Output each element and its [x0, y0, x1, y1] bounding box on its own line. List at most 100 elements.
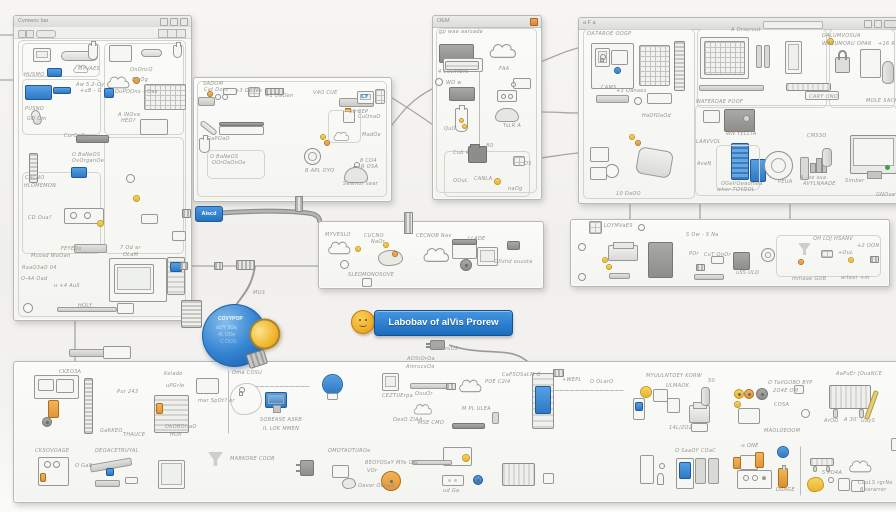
bar-icon [410, 383, 448, 389]
rack-icon [786, 83, 831, 91]
diagram-label: O OLarO [590, 379, 614, 385]
circ-icon [578, 273, 586, 281]
vdash-icon [228, 370, 229, 434]
diagram-label: S PO4A [822, 470, 843, 476]
diagram-label: ULMAOK [666, 383, 690, 389]
circ-icon [828, 477, 834, 483]
diagram-label: HEO? [121, 118, 136, 124]
close-button-icon[interactable] [884, 20, 896, 28]
dot-icon [356, 247, 360, 251]
circ-icon [743, 475, 749, 481]
conn-icon [236, 260, 255, 270]
maximize-button-icon[interactable] [170, 18, 178, 26]
diagram-label: O TaVGOBO BYP [768, 380, 813, 386]
cloud-icon [412, 402, 434, 416]
dot-icon [735, 402, 740, 407]
diagram-label: R OSA [361, 164, 379, 170]
diagram-label: AVYLNAADE [803, 181, 836, 187]
box-icon [40, 473, 46, 482]
box-icon [805, 91, 839, 100]
sect-icon [18, 40, 186, 317]
toolbar-button[interactable] [26, 29, 34, 38]
diagram-label: Cat Dots [204, 87, 228, 93]
diagram-label: LLADE [468, 236, 486, 242]
toolbar-button-group[interactable] [158, 29, 186, 38]
box-icon [223, 88, 237, 95]
toolbar-pill-button[interactable] [36, 29, 56, 38]
diagram-label: PEUA [778, 179, 793, 185]
monitor-icon [265, 392, 287, 413]
screen-icon [477, 247, 498, 266]
box-icon [125, 477, 138, 484]
diagram-label: 8O [486, 143, 494, 149]
diagram-label: Ofishd ouusta [494, 259, 533, 265]
diagram-label: +1 OaOen [265, 93, 294, 99]
circ-icon [53, 461, 60, 468]
grid3-icon [248, 87, 260, 97]
toolbar-group-button[interactable] [176, 29, 186, 38]
dbox-icon [507, 241, 520, 250]
diagram-label: OGeVOeaomea [721, 181, 763, 187]
diagram-label: +3 Dades [235, 88, 263, 94]
cloud-icon [332, 130, 351, 142]
sphere-line: aOY 3Oa [216, 325, 237, 331]
diagram-label: HUSMO [24, 72, 45, 78]
plug-icon [296, 460, 314, 476]
cloud-icon [847, 458, 874, 474]
diagram-label: CECNOB Nav [416, 233, 452, 239]
diagram-label: TsLR A [503, 123, 522, 129]
diagram-label: Beararrer [860, 487, 887, 493]
minimize-button-icon[interactable] [864, 20, 872, 28]
screen-icon [357, 91, 374, 104]
bar-icon [95, 480, 120, 487]
sect-icon [197, 81, 387, 197]
diagram-label: A Orsorvut [731, 27, 761, 33]
dbox-icon [76, 135, 109, 143]
diagram-label: wher TOYDOL [717, 187, 755, 193]
gauge-icon [381, 471, 401, 491]
diagram-label: POE C2I4 [485, 379, 511, 385]
diagram-label: BEOYOSaY MYe OW [365, 460, 419, 466]
fig-icon [655, 463, 666, 486]
close-button-icon[interactable] [180, 18, 188, 26]
diagram-label: 2O4E OM [773, 388, 799, 394]
box-icon [647, 93, 672, 104]
diagram-label: CF [361, 94, 369, 100]
callout-banner-button[interactable]: Labobav of alVis Prorew [374, 310, 513, 336]
dot-icon [630, 135, 634, 139]
toolbar-button[interactable] [18, 29, 26, 38]
smiley-badge-icon [351, 310, 375, 334]
box-icon [332, 465, 349, 478]
diagram-label: M PL ULEA [462, 406, 492, 412]
circ-icon [752, 475, 758, 481]
diagram-label: SADOM [203, 81, 224, 87]
bar-icon [699, 85, 764, 91]
maximize-button-icon[interactable] [874, 20, 882, 28]
blob-icon [342, 478, 356, 489]
diagram-label: FinOg [132, 77, 149, 83]
box-icon [860, 49, 881, 78]
window-title: OEM [437, 18, 450, 24]
diagram-label: 50 [708, 378, 715, 384]
box-icon [543, 473, 554, 484]
dbox-icon [733, 252, 750, 270]
screen-icon [158, 460, 185, 489]
diagram-label: HOn [170, 432, 182, 438]
bottle-icon [778, 465, 788, 488]
diagram-label: O-4A Oad [21, 276, 48, 282]
bar-icon [609, 273, 630, 279]
box-icon [891, 438, 896, 451]
diagram-label: 50 BEP [349, 109, 369, 115]
bluebox-icon [679, 462, 691, 479]
gauge-icon [756, 388, 768, 400]
grid3-icon [704, 41, 745, 75]
bluebox-icon [635, 402, 643, 411]
close-button-icon[interactable] [530, 18, 538, 26]
diagram-label: arteor +m [841, 275, 870, 281]
minimize-button-icon[interactable] [160, 18, 168, 26]
diagram-label: ud Ga [443, 488, 460, 494]
diagram-label: SLEDMONOSOVE [348, 272, 395, 278]
diagram-label: CurCaO [64, 133, 86, 139]
diagram-label: OH LOJ HSANV [813, 236, 854, 242]
